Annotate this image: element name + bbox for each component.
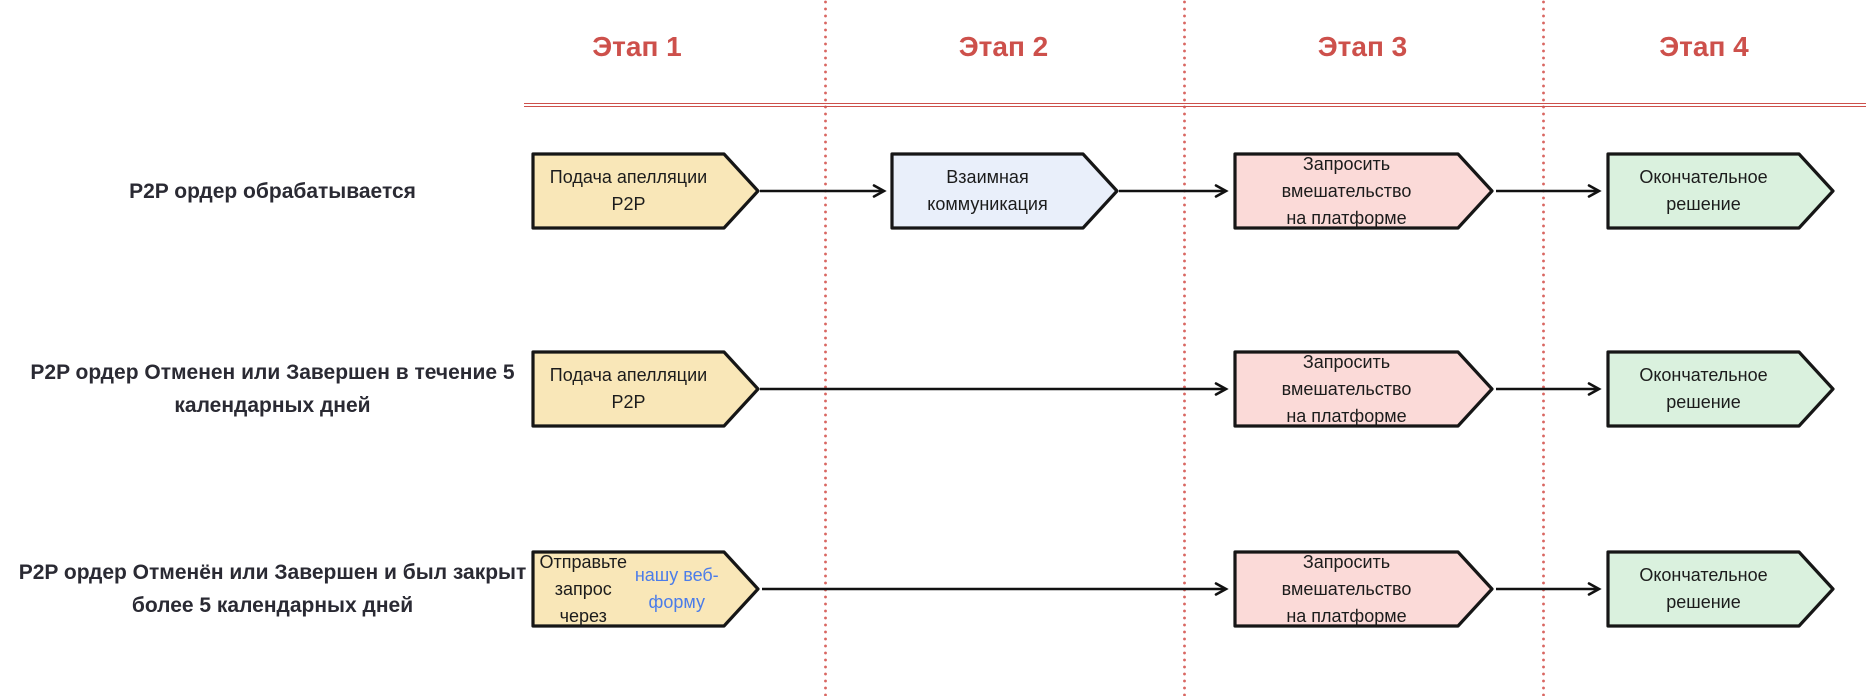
chevron-shape (1606, 152, 1835, 230)
header-underline (524, 103, 1866, 107)
stage-divider-line (1542, 0, 1545, 696)
chevron-shape (531, 350, 760, 428)
step-box: Окончательное решение (1606, 350, 1835, 428)
chevron-shape (531, 550, 760, 628)
chevron-shape (890, 152, 1119, 230)
stage-header-3: Этап 3 (1317, 31, 1408, 62)
stage-header-4: Этап 4 (1659, 31, 1749, 62)
step-box: Взаимная коммуникация (890, 152, 1119, 230)
web-form-link[interactable]: нашу веб-форму (634, 565, 719, 612)
chevron-shape (1606, 550, 1835, 628)
step-box: Окончательное решение (1606, 550, 1835, 628)
stage-divider-line (1183, 0, 1186, 696)
step-label: Окончательное решение (1639, 167, 1768, 214)
step-label-text: Отправьте запрос через (539, 551, 628, 626)
step-box: Подача апелляции P2P (531, 350, 760, 428)
step-label: Взаимная коммуникация (927, 167, 1048, 214)
step-box: Подача апелляции P2P (531, 152, 760, 230)
chevron-shape (1233, 550, 1494, 628)
chevron-shape (1606, 350, 1835, 428)
chevron-shape (1233, 550, 1494, 628)
chevron-shape (531, 152, 760, 230)
row-label-cancelled-within-5-days: P2P ордер Отменен или Завершен в течение… (30, 361, 515, 417)
chevron-shape (1233, 152, 1494, 230)
step-label: Подача апелляции P2P (549, 365, 708, 412)
chevron-shape (531, 550, 760, 628)
chevron-shape (1606, 350, 1835, 428)
row-label-closed-more-5-days: P2P ордер Отменён или Завершен и был зак… (18, 561, 527, 617)
chevron-shape (1233, 350, 1494, 428)
stage-header-2: Этап 2 (958, 31, 1049, 62)
step-box: Отправьте запрос через нашу веб-форму (531, 550, 760, 628)
step-box: Запросить вмешательство на платформе (1233, 350, 1494, 428)
step-label: Окончательное решение (1639, 365, 1768, 412)
step-box: Окончательное решение (1606, 152, 1835, 230)
step-box: Запросить вмешательство на платформе (1233, 152, 1494, 230)
step-box: Запросить вмешательство на платформе (1233, 550, 1494, 628)
chevron-shape (531, 350, 760, 428)
stage-divider-line (824, 0, 827, 696)
chevron-shape (531, 152, 760, 230)
chevron-shape (1606, 550, 1835, 628)
stage-header-1: Этап 1 (592, 31, 682, 62)
chevron-shape (890, 152, 1119, 230)
step-label: Отправьте запрос через нашу веб-форму (535, 550, 722, 628)
step-label: Окончательное решение (1639, 565, 1768, 612)
step-label: Запросить вмешательство на платформе (1281, 153, 1412, 228)
step-label: Запросить вмешательство на платформе (1281, 351, 1412, 426)
chevron-shape (1233, 350, 1494, 428)
chevron-shape (1233, 152, 1494, 230)
step-label: Подача апелляции P2P (549, 167, 708, 214)
row-label-processing: P2P ордер обрабатывается (129, 179, 416, 203)
chevron-shape (1606, 152, 1835, 230)
step-label: Запросить вмешательство на платформе (1281, 551, 1412, 626)
